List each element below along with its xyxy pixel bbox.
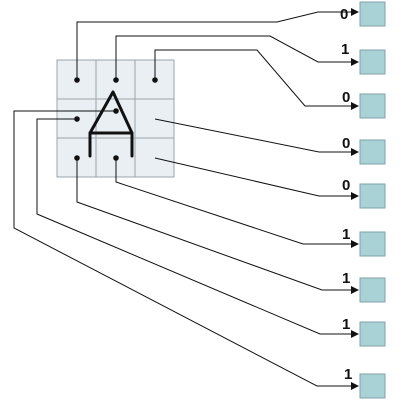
output-box	[359, 231, 386, 257]
output-label: 0	[342, 89, 350, 106]
output-box	[359, 139, 386, 165]
arrowheads	[346, 8, 359, 390]
sample-points	[74, 77, 158, 161]
sample-point	[113, 108, 119, 114]
connection-line	[13, 110, 356, 387]
output-label: 1	[342, 226, 350, 243]
connection-line	[76, 158, 356, 291]
sample-point	[152, 77, 158, 83]
letter-a-shape	[88, 90, 134, 158]
connection-line	[36, 118, 356, 335]
connection-line	[115, 158, 356, 245]
output-label: 1	[342, 270, 350, 287]
sample-point	[74, 116, 80, 122]
output-boxes	[359, 1, 386, 399]
sample-point	[74, 77, 80, 83]
output-box	[359, 373, 386, 399]
output-label: 0	[340, 6, 348, 23]
output-label: 0	[342, 177, 350, 194]
connection-line	[115, 35, 356, 80]
output-label: 0	[342, 135, 350, 152]
output-box	[359, 1, 386, 27]
connection-line	[154, 118, 356, 153]
output-box	[359, 321, 386, 347]
connection-line	[154, 157, 356, 197]
output-box	[359, 277, 386, 303]
output-box	[359, 93, 386, 119]
sample-point	[113, 77, 119, 83]
output-labels: 0 1 0 0 0 1 1 1 1	[340, 6, 352, 383]
sample-point	[74, 155, 80, 161]
connection-line	[154, 49, 356, 107]
output-box	[359, 183, 386, 209]
output-box	[359, 49, 386, 75]
output-label: 1	[342, 316, 350, 333]
connections	[13, 11, 356, 387]
sample-point	[113, 155, 119, 161]
output-label: 1	[341, 41, 349, 58]
output-label: 1	[344, 366, 352, 383]
connection-line	[76, 11, 356, 80]
